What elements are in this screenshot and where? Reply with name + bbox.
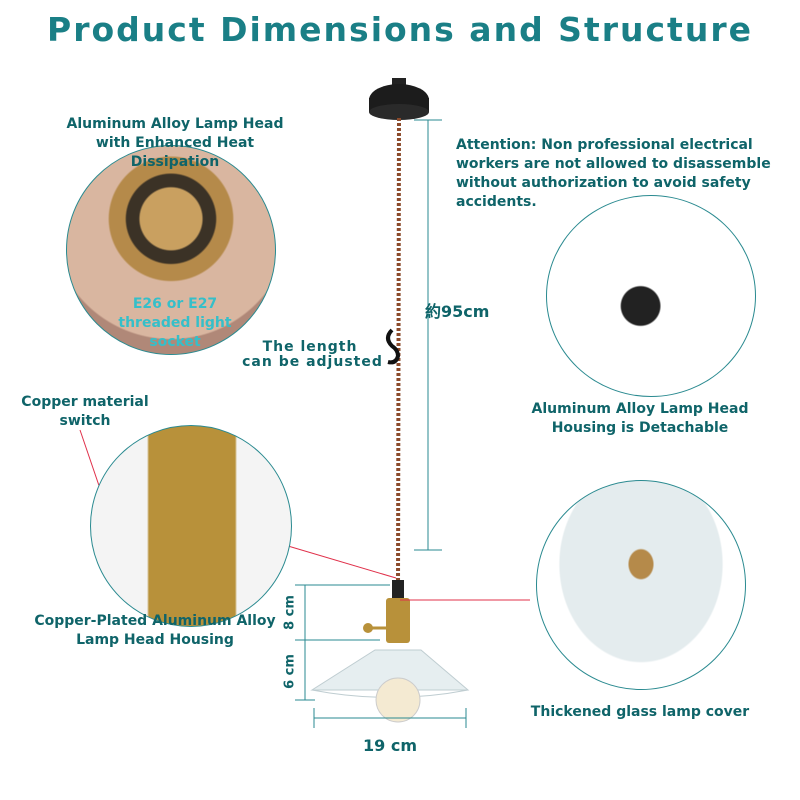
dim-socket-height: 8 cm	[282, 595, 298, 630]
parts-photo	[546, 195, 756, 397]
glass-shade-photo	[536, 480, 746, 690]
dim-width: 19 cm	[363, 736, 417, 755]
label-housing: Copper-Plated Aluminum Alloy Lamp Head H…	[34, 613, 276, 648]
label-cord-length: 約95cm	[425, 302, 490, 321]
label-glass: Thickened glass lamp cover	[530, 704, 750, 720]
label-attention: Attention: Non professional electrical w…	[456, 137, 771, 210]
page-title: Product Dimensions and Structure	[47, 10, 753, 49]
dim-shade-height: 6 cm	[282, 654, 298, 689]
label-lamp-head: Aluminum Alloy Lamp Head with Enhanced H…	[66, 116, 284, 170]
label-length-2: can be adjusted	[242, 354, 383, 370]
switch-photo	[90, 425, 292, 627]
label-detachable: Aluminum Alloy Lamp Head Housing is Deta…	[531, 401, 749, 436]
lamp-pendant	[310, 580, 470, 723]
lamp-dimension-lines	[295, 584, 467, 728]
label-switch: Copper material switch	[21, 394, 149, 429]
cord-hook-icon	[386, 328, 401, 365]
cord-dimension-line	[414, 119, 442, 551]
label-length-1: The length	[262, 339, 358, 355]
label-socket: E26 or E27 threaded light socket	[118, 296, 232, 350]
lamp-head-photo	[66, 145, 276, 355]
ceiling-canopy	[369, 78, 429, 120]
